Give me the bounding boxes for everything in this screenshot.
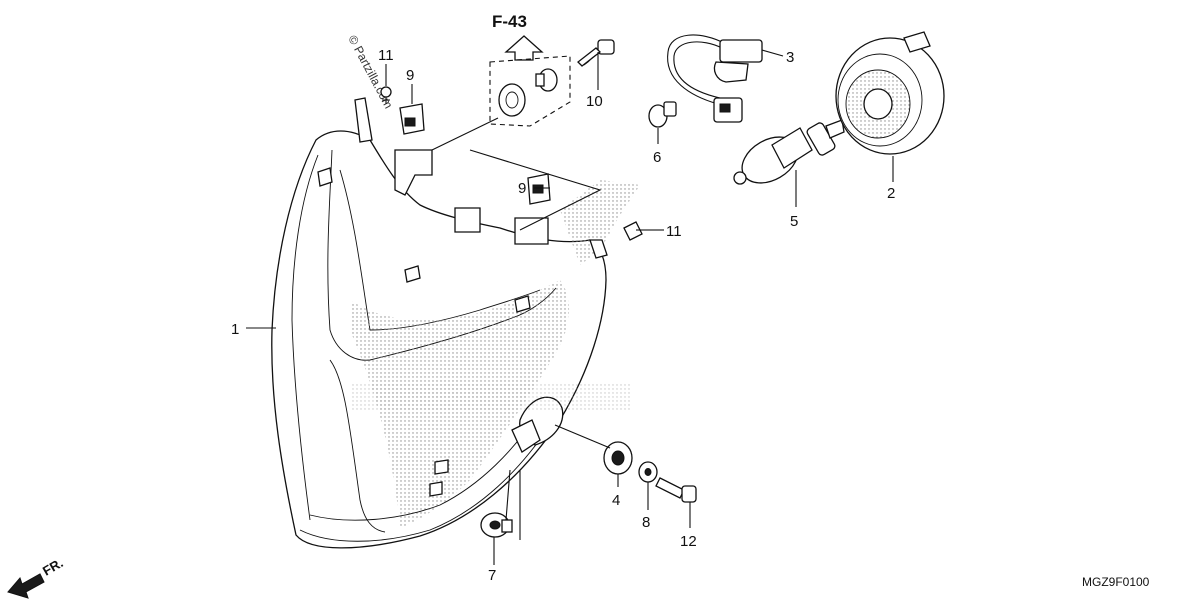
callout-5: 5 <box>790 213 798 230</box>
callout-7: 7 <box>488 567 496 584</box>
diagram-code: MGZ9F0100 <box>1082 575 1150 589</box>
callout-3: 3 <box>786 49 794 66</box>
front-direction-indicator: FR. <box>7 555 66 599</box>
reference-arrow: F-43 <box>492 12 544 61</box>
callout-11-upper: 11 <box>378 47 394 64</box>
front-label: FR. <box>40 555 66 578</box>
grommet-7 <box>480 512 513 538</box>
headlight-housing <box>271 97 640 549</box>
grommet-4 <box>603 441 633 475</box>
socket-harness-3 <box>667 34 763 123</box>
callout-12: 12 <box>680 533 697 550</box>
callout-2: 2 <box>887 185 895 202</box>
watermark: © Partzilla.com <box>345 33 395 111</box>
callout-9-middle: 9 <box>518 180 526 197</box>
reference-label: F-43 <box>492 12 527 31</box>
washer-8 <box>638 461 658 483</box>
callout-1: 1 <box>231 321 239 338</box>
callout-10: 10 <box>586 93 603 110</box>
bolt-10 <box>577 39 615 67</box>
headlight-bulb-5 <box>733 119 845 185</box>
screw-11-upper <box>380 86 392 104</box>
leader-lines <box>246 49 894 565</box>
dust-cover-2 <box>835 31 945 155</box>
bulb-6 <box>648 101 677 128</box>
callout-11-right: 11 <box>666 223 682 240</box>
honda-watermark <box>350 382 630 412</box>
mount-group <box>489 55 571 127</box>
bolt-12 <box>655 477 697 503</box>
screw-11-right <box>623 221 650 241</box>
callout-8: 8 <box>642 514 650 531</box>
callouts: 1 2 3 4 5 6 7 8 9 9 10 11 11 12 <box>231 47 895 584</box>
callout-6: 6 <box>653 149 661 166</box>
callout-4: 4 <box>612 492 620 509</box>
clip-9-middle <box>527 173 551 205</box>
front-arrow-icon <box>7 573 45 599</box>
callout-9-upper: 9 <box>406 67 414 84</box>
clip-9-upper <box>399 103 425 135</box>
